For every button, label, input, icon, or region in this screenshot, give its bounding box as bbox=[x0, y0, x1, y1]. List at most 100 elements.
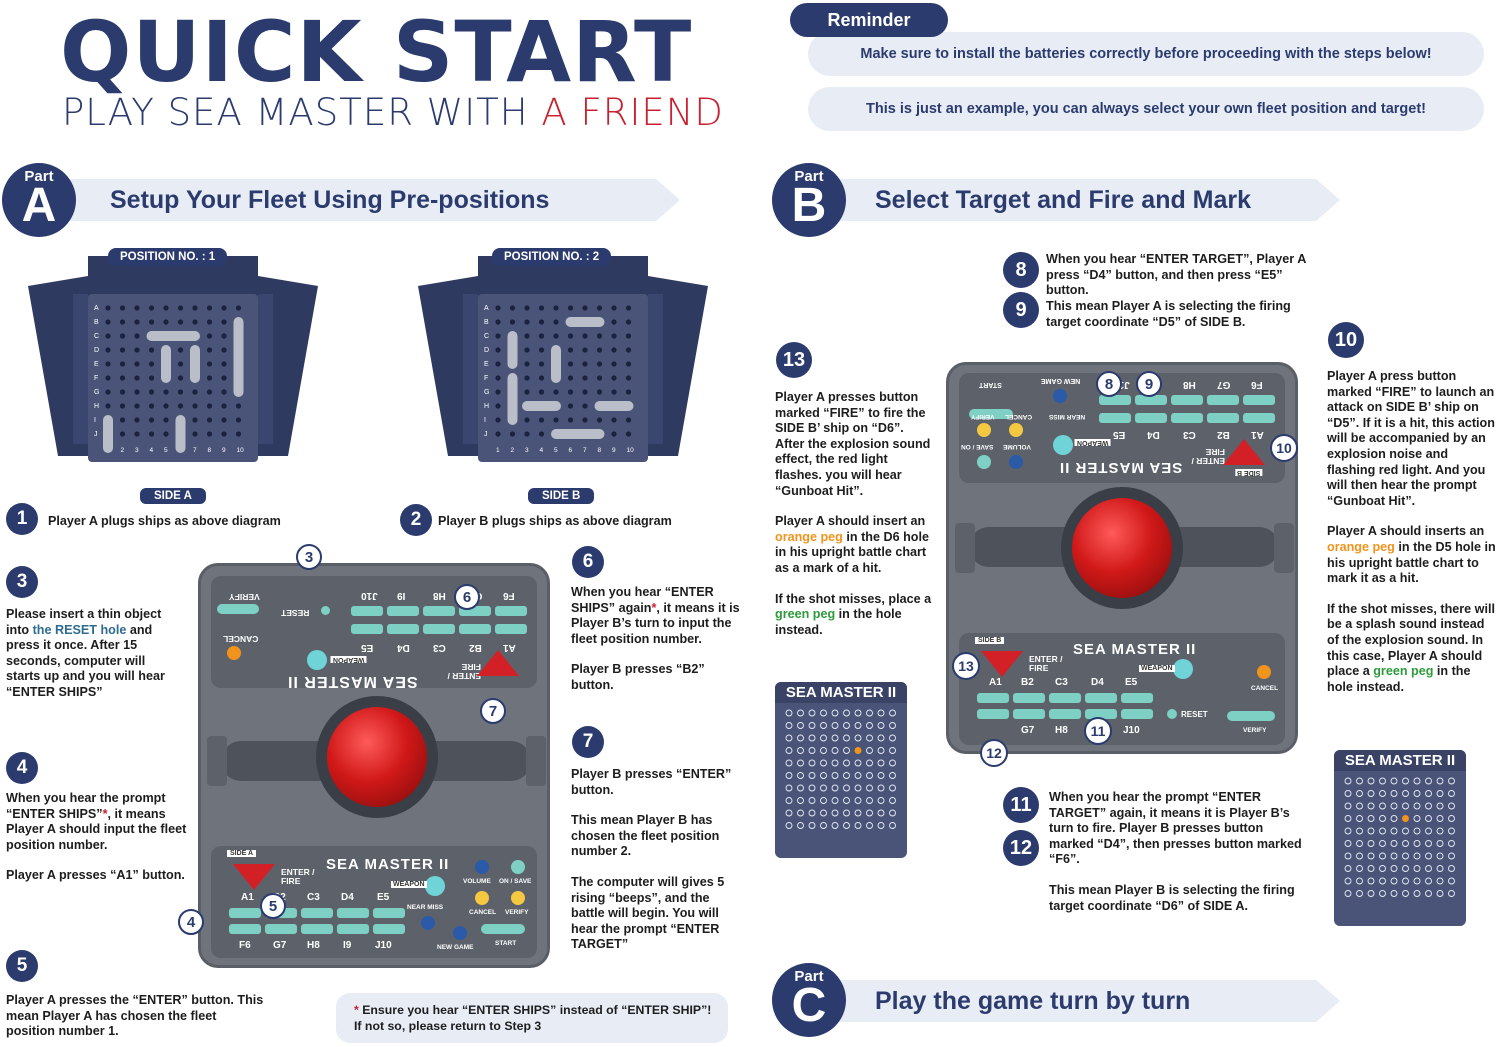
console-a-key[interactable] bbox=[301, 908, 333, 918]
console-b-key[interactable] bbox=[1013, 693, 1045, 703]
console-b-key[interactable] bbox=[1085, 709, 1117, 719]
console-b-key[interactable] bbox=[1099, 413, 1131, 423]
board-row-label: C bbox=[484, 333, 489, 340]
board-peg-hole bbox=[134, 389, 140, 395]
chart-peg-hole bbox=[1390, 852, 1398, 860]
board-col-label: 7 bbox=[193, 447, 197, 454]
console-b-key[interactable] bbox=[1013, 709, 1045, 719]
console-a-key[interactable] bbox=[229, 924, 261, 934]
step-13-text: Player A presses button marked “FIRE” to… bbox=[775, 390, 935, 653]
console-a-key[interactable] bbox=[351, 624, 383, 634]
console-b-reset-hole[interactable] bbox=[1167, 709, 1177, 719]
board-peg-hole bbox=[148, 319, 155, 325]
console-b-key[interactable] bbox=[1121, 693, 1153, 703]
console-a-key[interactable] bbox=[387, 606, 419, 616]
console-a-weapon-button-bottom[interactable] bbox=[425, 876, 445, 896]
console-a-key[interactable] bbox=[265, 924, 297, 934]
console-a-key[interactable] bbox=[459, 606, 491, 616]
console-a-cancel-button[interactable] bbox=[227, 646, 241, 660]
board-peg-hole bbox=[119, 431, 126, 437]
console-a-verify-button-bottom[interactable] bbox=[511, 891, 525, 905]
console-a-key[interactable] bbox=[373, 924, 405, 934]
console-b-verify-button[interactable] bbox=[977, 423, 991, 437]
console-a-new-game-label: NEW GAME bbox=[437, 944, 474, 951]
console-a-new-game-button[interactable] bbox=[453, 926, 467, 940]
board-row-label: F bbox=[94, 375, 98, 382]
console-b-volume-button[interactable] bbox=[1009, 455, 1023, 469]
console-b-new-game-button[interactable] bbox=[1053, 389, 1067, 403]
console-a-key[interactable] bbox=[423, 606, 455, 616]
console-b-weapon-button-bottom[interactable] bbox=[1173, 659, 1193, 679]
console-b-key[interactable] bbox=[1207, 395, 1239, 405]
console-a-key[interactable] bbox=[229, 908, 261, 918]
console-b-key[interactable] bbox=[1121, 709, 1153, 719]
board-peg-hole bbox=[148, 347, 155, 353]
console-a-cancel-button-bottom[interactable] bbox=[475, 891, 489, 905]
chart-peg-hole bbox=[1436, 827, 1444, 835]
console-b-key[interactable] bbox=[1099, 395, 1131, 405]
console-a-verify-button[interactable] bbox=[217, 604, 259, 614]
console-b-key[interactable] bbox=[1049, 709, 1081, 719]
console-b-key[interactable] bbox=[1207, 413, 1239, 423]
board-peg-hole bbox=[509, 431, 516, 437]
console-b-start-button[interactable] bbox=[969, 409, 1013, 419]
chart-peg-hole bbox=[785, 759, 793, 767]
console-b-fire-button[interactable] bbox=[1223, 439, 1265, 465]
console-b-key[interactable] bbox=[1049, 693, 1081, 703]
console-b-key[interactable] bbox=[1135, 413, 1167, 423]
chart-peg-hole bbox=[808, 809, 816, 817]
console-b-key-row2-2: D4 bbox=[1147, 429, 1160, 440]
console-b-key[interactable] bbox=[1243, 413, 1275, 423]
console-b-fire-button-bottom[interactable] bbox=[981, 651, 1023, 677]
console-b-key-b5: E5 bbox=[1125, 677, 1138, 688]
console-a-key[interactable] bbox=[301, 924, 333, 934]
console-a-key[interactable] bbox=[373, 908, 405, 918]
console-b-key[interactable] bbox=[977, 709, 1009, 719]
console-a-trackball[interactable] bbox=[327, 707, 427, 807]
console-b-key[interactable] bbox=[1171, 413, 1203, 423]
console-b-key[interactable] bbox=[1243, 395, 1275, 405]
console-b-name-top: SEA MASTER II bbox=[1059, 459, 1183, 476]
chart-peg-hole bbox=[1344, 802, 1352, 810]
ship-piece bbox=[507, 331, 518, 369]
console-a-key[interactable] bbox=[351, 606, 383, 616]
chart-peg-hole bbox=[1356, 865, 1363, 872]
console-a-reset-hole[interactable] bbox=[321, 606, 330, 615]
console-a-key[interactable] bbox=[387, 624, 419, 634]
console-b-trackball[interactable] bbox=[1072, 498, 1172, 598]
console-a-key[interactable] bbox=[495, 624, 527, 634]
board-peg-hole bbox=[148, 389, 155, 395]
board-peg-hole bbox=[134, 305, 140, 311]
console-b-cancel-button[interactable] bbox=[1009, 423, 1023, 437]
console-a-key[interactable] bbox=[337, 908, 369, 918]
step-9-number: 9 bbox=[1003, 292, 1039, 328]
console-a-volume-button[interactable] bbox=[475, 860, 489, 874]
console-b-weapon-button[interactable] bbox=[1053, 435, 1073, 455]
board-peg-hole bbox=[509, 305, 516, 311]
console-a-key[interactable] bbox=[495, 606, 527, 616]
chart-peg-hole bbox=[1436, 852, 1444, 860]
console-a-key[interactable] bbox=[337, 924, 369, 934]
console-b-verify-button-bottom[interactable] bbox=[1227, 711, 1275, 721]
board-row-label: G bbox=[94, 389, 99, 396]
console-a-fire-button-bottom[interactable] bbox=[233, 864, 275, 890]
chart-peg-hole bbox=[820, 734, 827, 742]
part-c-badge: Part C bbox=[772, 963, 846, 1037]
console-b-cancel-button-bottom[interactable] bbox=[1257, 665, 1271, 679]
console-b-key[interactable] bbox=[977, 693, 1009, 703]
console-a-key[interactable] bbox=[459, 624, 491, 634]
chart-peg-hole bbox=[889, 722, 896, 729]
console-b-key[interactable] bbox=[1085, 693, 1117, 703]
step-12-text: This mean Player B is selecting the firi… bbox=[1049, 883, 1295, 913]
console-a-on-save-button[interactable] bbox=[511, 860, 525, 874]
console-b-key[interactable] bbox=[1135, 395, 1167, 405]
board-peg-hole bbox=[567, 403, 574, 409]
console-b-key[interactable] bbox=[1171, 395, 1203, 405]
chart-peg-hole bbox=[820, 747, 827, 754]
console-a-fire-button[interactable] bbox=[477, 650, 519, 676]
console-a-key[interactable] bbox=[423, 624, 455, 634]
console-b-save-on-button[interactable] bbox=[977, 455, 991, 469]
console-a-weapon-button[interactable] bbox=[307, 650, 327, 670]
console-a-start-button[interactable] bbox=[481, 924, 525, 934]
console-a-near-miss-button[interactable] bbox=[421, 916, 435, 930]
